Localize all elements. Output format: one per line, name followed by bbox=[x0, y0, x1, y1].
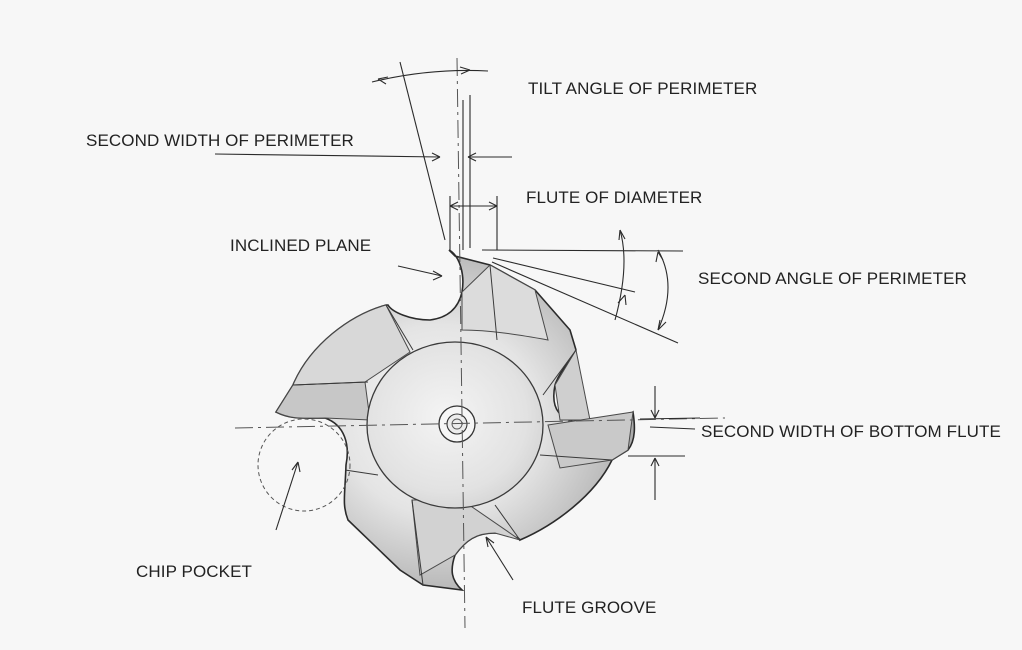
horizontal-centerline bbox=[234, 417, 726, 429]
flute-groove-leader bbox=[485, 536, 514, 581]
label-flute-groove: FLUTE GROOVE bbox=[522, 598, 657, 617]
label-inclined-plane: INCLINED PLANE bbox=[230, 236, 372, 255]
second-width-dimension bbox=[214, 152, 512, 162]
flute-face-bottom bbox=[411, 499, 521, 576]
flute-face-top bbox=[461, 264, 549, 341]
inclined-plane-leader bbox=[397, 265, 443, 281]
label-second-width-of-perimeter: SECOND WIDTH OF PERIMETER bbox=[86, 131, 354, 150]
label-chip-pocket: CHIP POCKET bbox=[136, 562, 253, 581]
chip-pocket-leader bbox=[275, 461, 301, 531]
label-second-angle-of-perimeter: SECOND ANGLE OF PERIMETER bbox=[698, 269, 967, 288]
flute-diameter-dimension bbox=[449, 196, 498, 250]
second-angle-dimension bbox=[481, 229, 684, 344]
label-tilt-angle-of-perimeter: TILT ANGLE OF PERIMETER bbox=[528, 79, 758, 98]
label-second-width-of-bottom-flute: SECOND WIDTH OF BOTTOM FLUTE bbox=[701, 422, 1001, 441]
label-flute-of-diameter: FLUTE OF DIAMETER bbox=[526, 188, 703, 207]
flute-face-lower-right bbox=[547, 411, 634, 469]
bottom-flute-width-dimension bbox=[628, 386, 701, 500]
chip-pocket-circle bbox=[257, 418, 351, 512]
tilt-angle-dimension bbox=[371, 61, 489, 250]
center-hole-inner bbox=[446, 413, 468, 435]
flute-face-left bbox=[275, 381, 371, 421]
facet-lines bbox=[292, 264, 613, 586]
vertical-centerline bbox=[456, 57, 466, 629]
